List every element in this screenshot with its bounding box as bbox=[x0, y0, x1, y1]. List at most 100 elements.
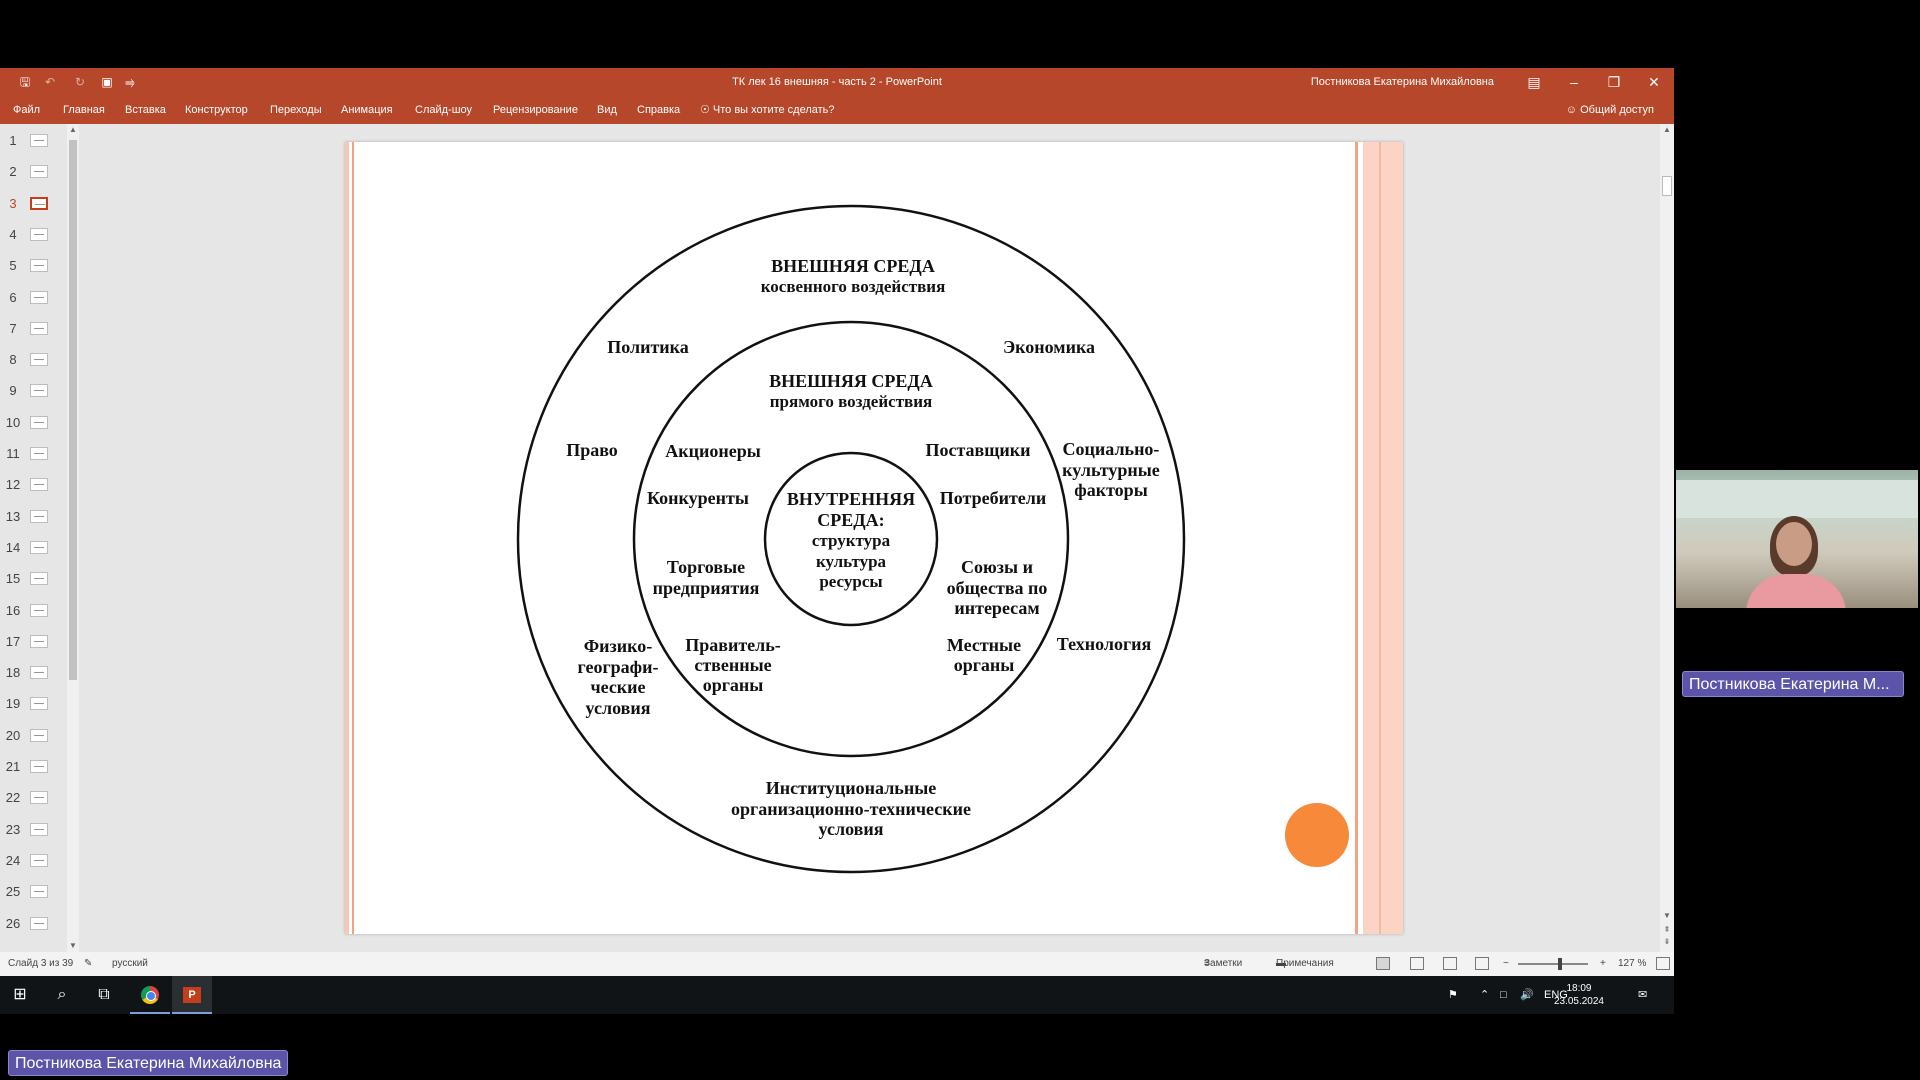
spellcheck-icon[interactable]: ✎ bbox=[84, 958, 93, 969]
show-hidden-icons-icon[interactable]: ⌃ bbox=[1480, 989, 1490, 1001]
fit-to-window-icon[interactable] bbox=[1656, 957, 1670, 970]
slide-thumbnail[interactable]: 2 bbox=[0, 157, 60, 188]
slide-thumbnail[interactable]: 10 bbox=[0, 408, 60, 439]
tab-animations[interactable]: Анимация bbox=[341, 104, 393, 116]
slide-thumbnail[interactable]: 11 bbox=[0, 439, 60, 470]
slide-thumbnail[interactable]: 21 bbox=[0, 752, 60, 783]
label-technology: Технология bbox=[1057, 634, 1152, 654]
tab-insert[interactable]: Вставка bbox=[125, 104, 166, 116]
network-icon[interactable]: □ bbox=[1500, 989, 1507, 1001]
redo-icon[interactable]: ↻ bbox=[74, 75, 86, 89]
slide-thumbnail[interactable]: 13 bbox=[0, 502, 60, 533]
start-windows-icon[interactable]: ⊞ bbox=[13, 986, 27, 1003]
zoom-in-icon[interactable]: + bbox=[1600, 958, 1606, 969]
slide-thumbnail[interactable]: 22 bbox=[0, 783, 60, 814]
thumbnail-scrollbar[interactable]: ▲ ▼ bbox=[67, 124, 79, 952]
editor-scrollbar[interactable]: ▲ ▼ ⇞ ⇟ bbox=[1660, 124, 1674, 952]
slideshow-view-icon[interactable] bbox=[1475, 957, 1489, 970]
slide-thumbnail[interactable]: 8 bbox=[0, 345, 60, 376]
normal-view-icon[interactable] bbox=[1376, 957, 1390, 970]
close-button[interactable]: ✕ bbox=[1648, 74, 1660, 90]
powerpoint-icon[interactable]: P bbox=[172, 976, 212, 1014]
scrollbar-thumb[interactable] bbox=[69, 140, 77, 680]
slide-sorter-icon[interactable] bbox=[1410, 957, 1424, 970]
slide-number: 8 bbox=[9, 352, 17, 368]
slide-number: 3 bbox=[9, 195, 17, 211]
label-social-1: Социально- bbox=[1063, 439, 1160, 459]
slide-number: 24 bbox=[5, 852, 21, 868]
slide-thumbnail[interactable]: 20 bbox=[0, 721, 60, 752]
label-economy: Экономика bbox=[1003, 337, 1095, 357]
slide-thumbnail[interactable]: 14 bbox=[0, 533, 60, 564]
slide-thumbnail[interactable]: 23 bbox=[0, 815, 60, 846]
zoom-level[interactable]: 127 % bbox=[1618, 958, 1647, 969]
tab-design[interactable]: Конструктор bbox=[185, 104, 248, 116]
slide-number: 25 bbox=[5, 884, 21, 900]
slide-thumbnail[interactable]: 6 bbox=[0, 283, 60, 314]
undo-icon[interactable]: ↶ bbox=[44, 75, 56, 89]
minimize-button[interactable]: – bbox=[1570, 74, 1578, 90]
zoom-out-icon[interactable]: − bbox=[1503, 958, 1509, 969]
slide-thumbnail[interactable]: 7 bbox=[0, 314, 60, 345]
slide-thumbnail[interactable]: 26 bbox=[0, 909, 60, 940]
search-icon[interactable]: ⌕ bbox=[57, 986, 67, 1003]
label-physical-2: географи- bbox=[578, 657, 659, 677]
slide-thumbnail[interactable]: 12 bbox=[0, 470, 60, 501]
reading-view-icon[interactable] bbox=[1443, 957, 1457, 970]
save-icon[interactable]: 🖫 bbox=[19, 75, 31, 89]
tab-home[interactable]: Главная bbox=[63, 104, 105, 116]
tab-slideshow[interactable]: Слайд-шоу bbox=[415, 104, 473, 116]
slide-thumbnail[interactable]: 18 bbox=[0, 658, 60, 689]
slide-number: 2 bbox=[9, 164, 17, 180]
chrome-icon[interactable] bbox=[130, 976, 170, 1014]
slide-thumbnail[interactable]: 9 bbox=[0, 376, 60, 407]
slide-thumbnail[interactable]: 25 bbox=[0, 877, 60, 908]
zoom-slider[interactable] bbox=[1518, 963, 1588, 965]
slide-number: 9 bbox=[9, 383, 17, 399]
slide-counter[interactable]: Слайд 3 из 39 bbox=[8, 958, 74, 969]
account-name[interactable]: Постникова Екатерина Михайловна bbox=[1310, 76, 1494, 88]
tab-review[interactable]: Рецензирование bbox=[493, 104, 578, 116]
slide-thumbnail[interactable]: 16 bbox=[0, 596, 60, 627]
system-clock[interactable]: 18:09 23.05.2024 bbox=[1554, 982, 1604, 1008]
task-view-icon[interactable]: ⧉ bbox=[98, 986, 110, 1003]
slide-canvas[interactable]: ВНЕШНЯЯ СРЕДА косвенного воздействия Пол… bbox=[345, 142, 1403, 934]
scroll-down-icon[interactable]: ▼ bbox=[69, 941, 77, 950]
notifications-icon[interactable]: ✉ bbox=[1638, 989, 1648, 1001]
tab-view[interactable]: Вид bbox=[597, 104, 617, 116]
slide-thumbnail[interactable]: 19 bbox=[0, 689, 60, 720]
tab-file[interactable]: Файл bbox=[13, 104, 41, 116]
volume-icon[interactable]: 🔊 bbox=[1520, 989, 1534, 1001]
slide-thumbnail[interactable]: 15 bbox=[0, 564, 60, 595]
slide-thumbnail[interactable]: 17 bbox=[0, 627, 60, 658]
slide-thumbnail[interactable]: 24 bbox=[0, 846, 60, 877]
editor-scrollbar-thumb[interactable] bbox=[1662, 176, 1672, 196]
slide-number: 23 bbox=[5, 821, 21, 837]
slide-number: 20 bbox=[5, 727, 21, 743]
input-language[interactable]: ENG bbox=[1544, 989, 1568, 1001]
scroll-up-icon[interactable]: ▲ bbox=[69, 125, 77, 134]
ribbon-display-options-icon[interactable]: ▤ bbox=[1527, 74, 1541, 90]
scroll-down-icon[interactable]: ▼ bbox=[1663, 911, 1671, 920]
tab-help[interactable]: Справка bbox=[637, 104, 681, 116]
slide-thumbnail[interactable]: 4 bbox=[0, 220, 60, 251]
scroll-up-icon[interactable]: ▲ bbox=[1663, 125, 1671, 134]
slide-thumbnail[interactable]: 3 bbox=[0, 189, 60, 220]
previous-slide-icon[interactable]: ⇞ bbox=[1663, 925, 1671, 934]
share-button[interactable]: ☺ Общий доступ bbox=[1566, 97, 1654, 124]
comments-label: Примечания bbox=[1276, 958, 1334, 969]
speaker-body bbox=[1746, 574, 1846, 608]
slide-thumbnail-image bbox=[30, 447, 48, 460]
people-icon[interactable]: ⚑ bbox=[1448, 989, 1458, 1001]
tell-me-search[interactable]: ☉ Что вы хотите сделать? bbox=[700, 97, 835, 124]
slide-thumbnail[interactable]: 1 bbox=[0, 126, 60, 157]
zoom-slider-knob[interactable] bbox=[1558, 958, 1562, 970]
start-slideshow-icon[interactable]: ▣ bbox=[101, 75, 113, 89]
tab-transitions[interactable]: Переходы bbox=[270, 104, 322, 116]
slide-thumbnail[interactable]: 5 bbox=[0, 251, 60, 282]
label-consumers: Потребители bbox=[940, 488, 1047, 508]
customize-toolbar-icon[interactable]: ⥤ bbox=[125, 75, 135, 89]
next-slide-icon[interactable]: ⇟ bbox=[1663, 937, 1671, 946]
language-indicator[interactable]: русский bbox=[112, 958, 148, 969]
restore-button[interactable]: ❐ bbox=[1607, 74, 1621, 90]
